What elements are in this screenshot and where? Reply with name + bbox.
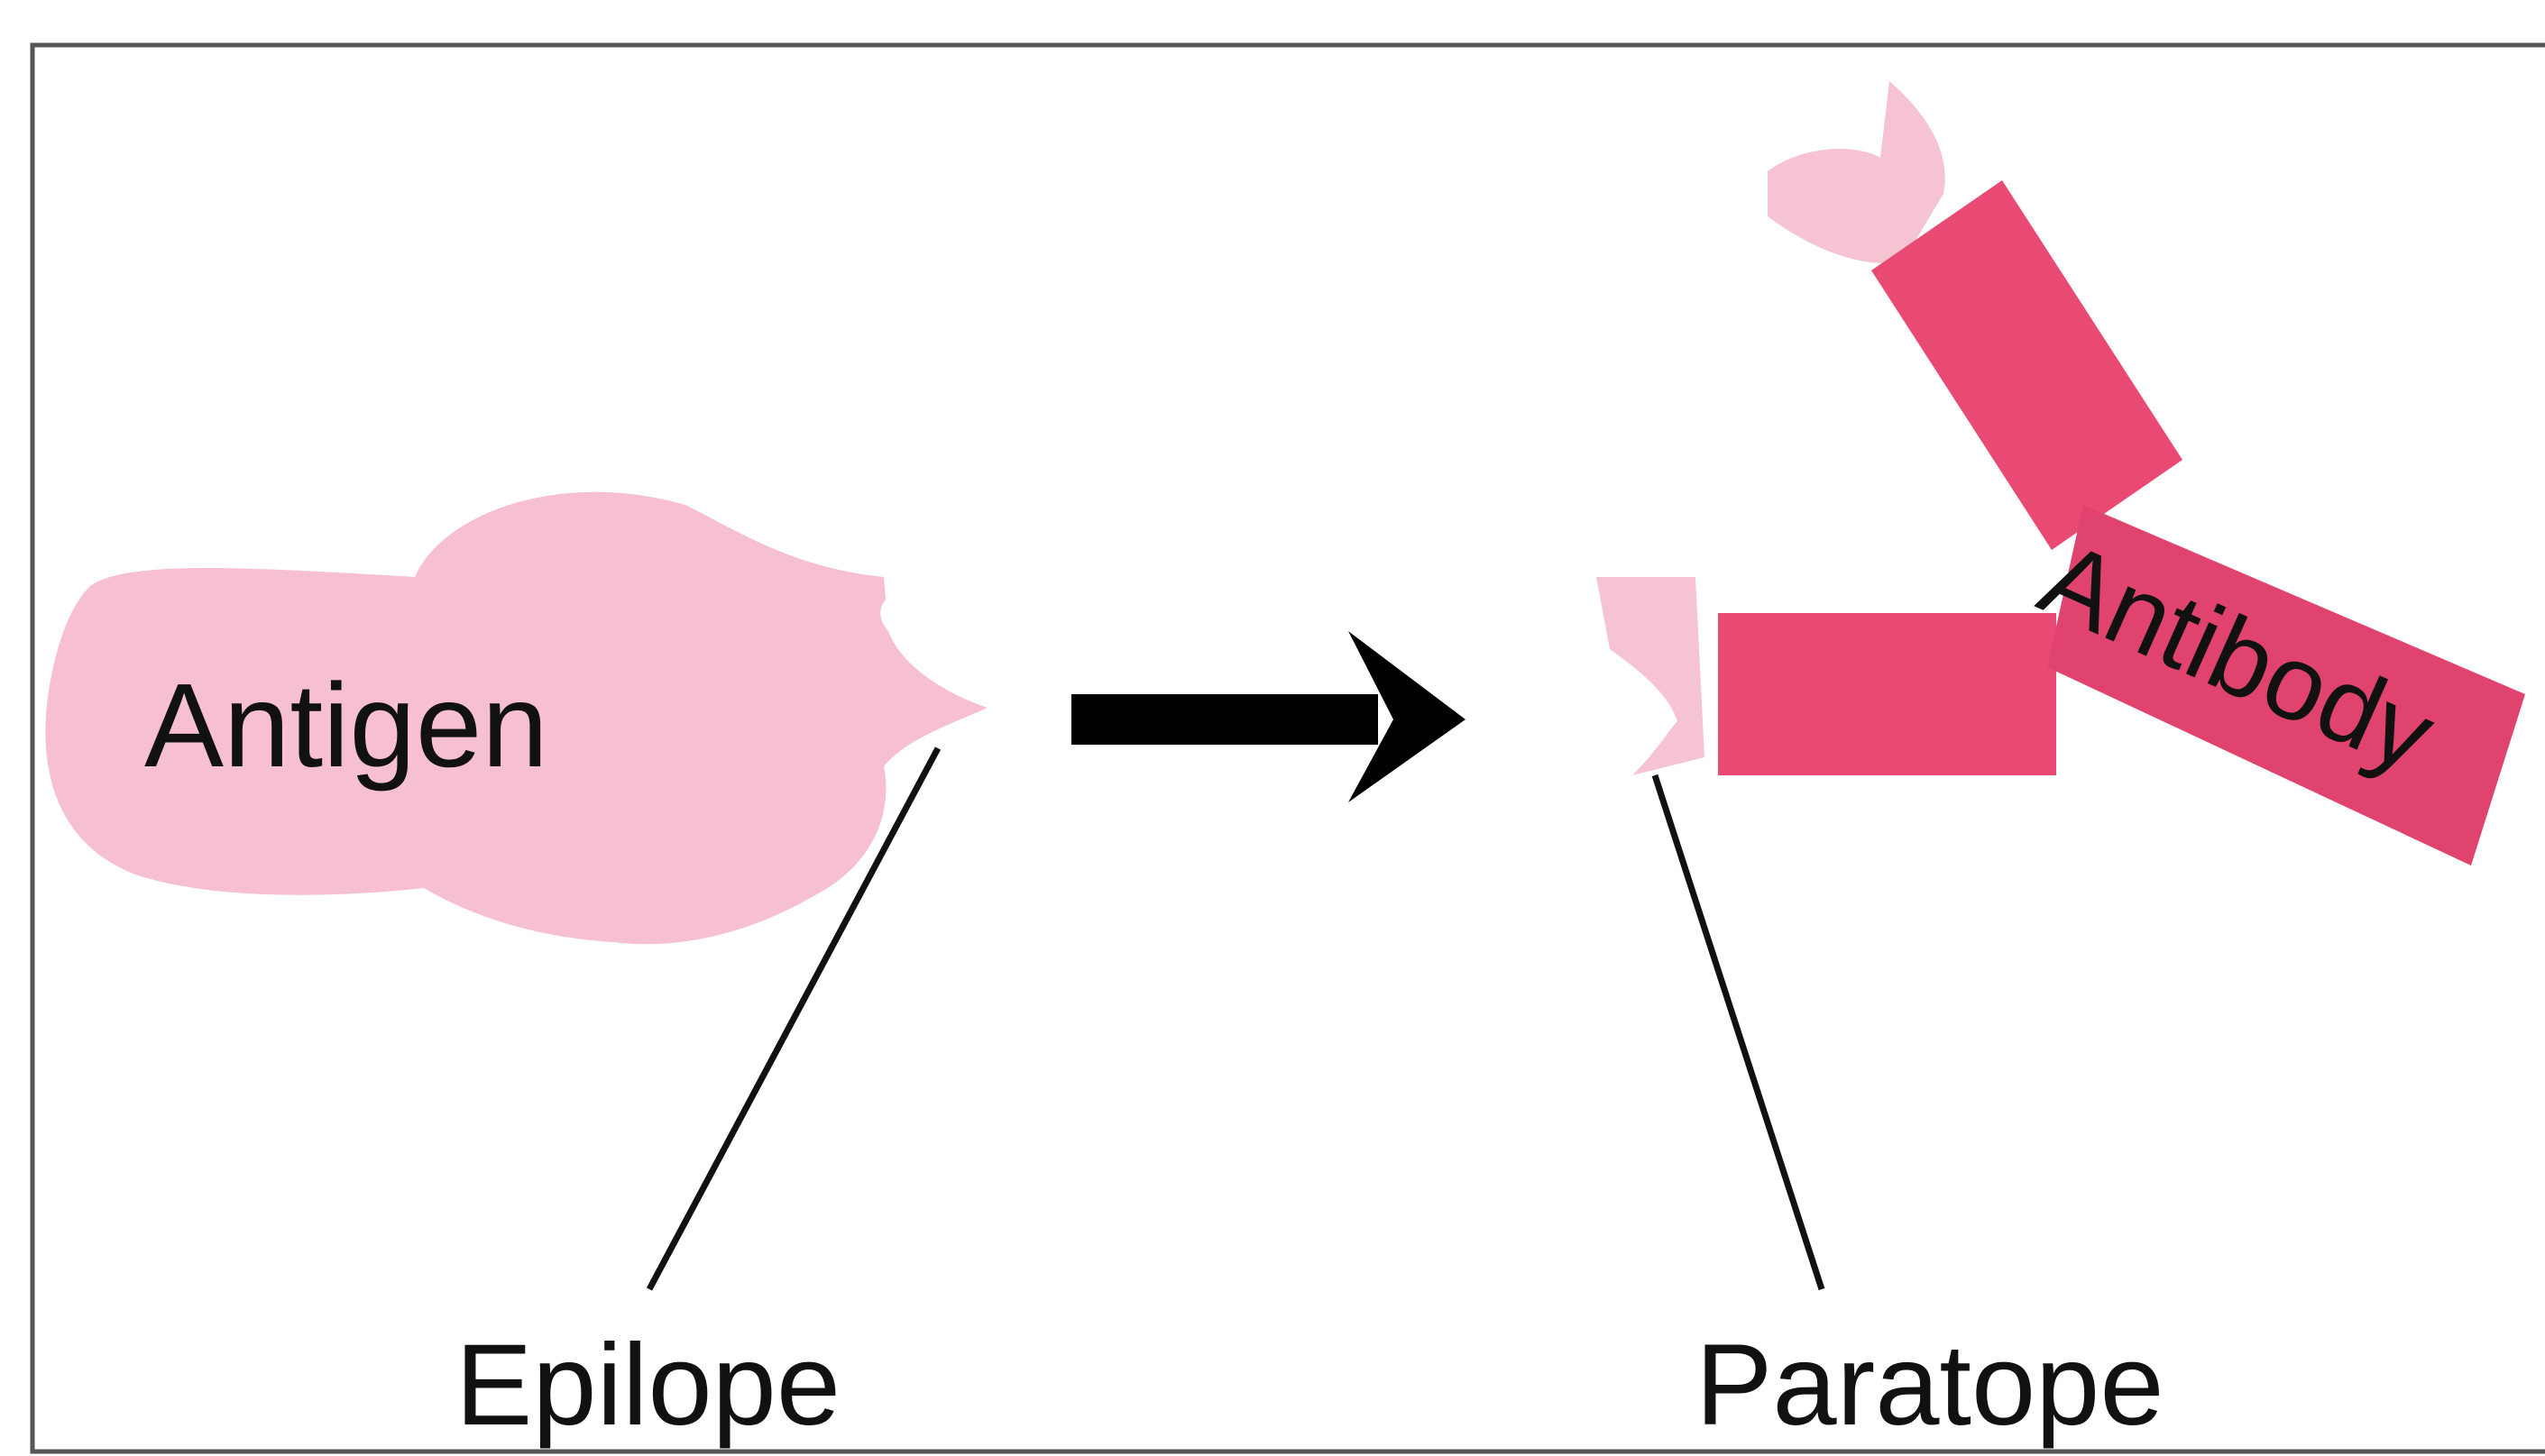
antibody-lower-arm xyxy=(1718,613,2056,775)
epitope-label: Epilope xyxy=(455,1321,841,1450)
paratope-label: Paratope xyxy=(1695,1321,2164,1450)
antigen-label: Antigen xyxy=(144,659,548,792)
